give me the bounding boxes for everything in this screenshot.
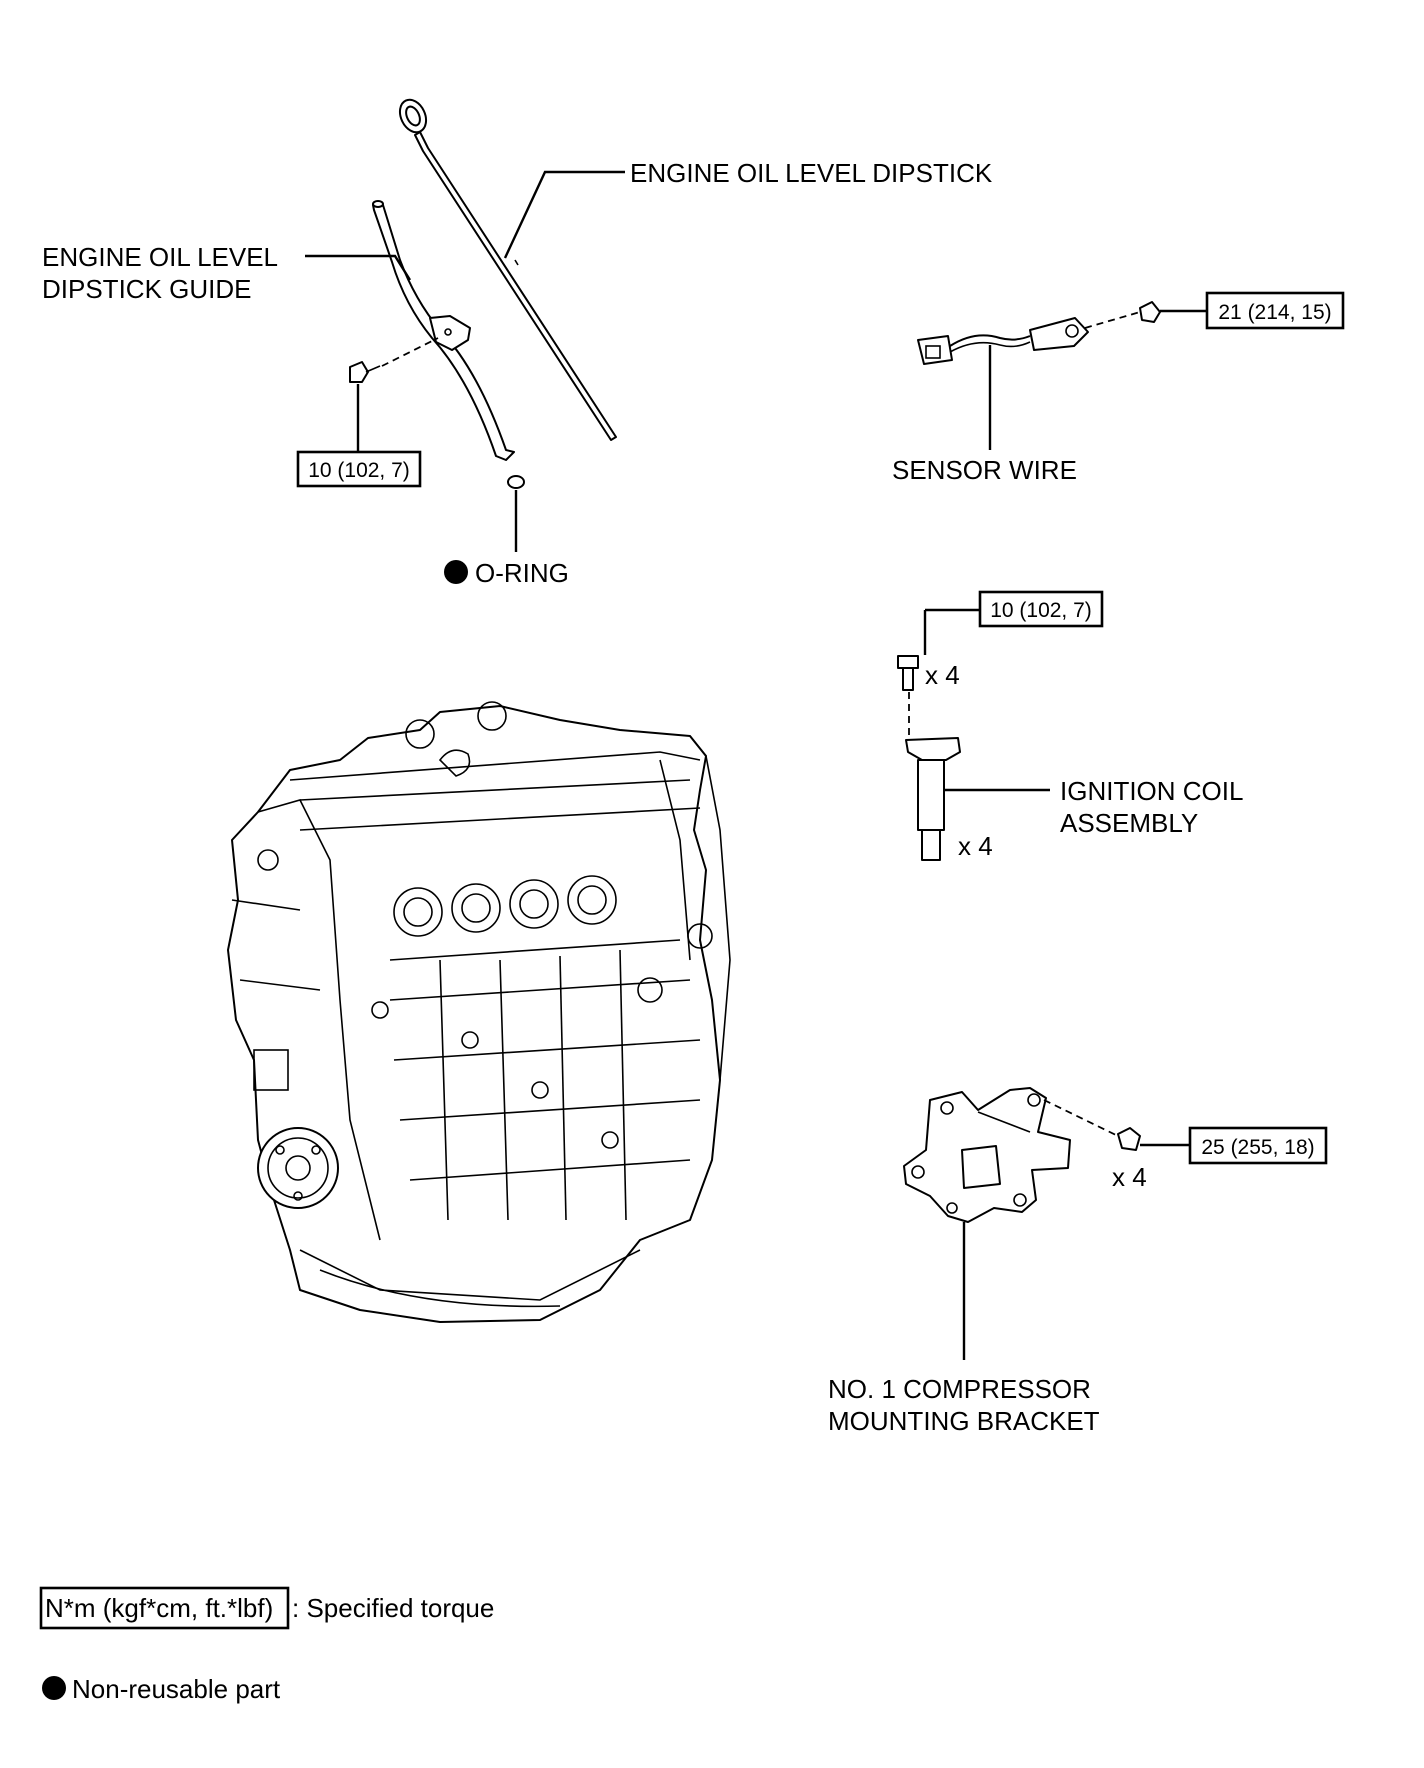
coil-qty: x 4 <box>958 831 993 861</box>
engine-block-illustration <box>227 701 731 1323</box>
bracket-label-line2: MOUNTING BRACKET <box>828 1406 1100 1436</box>
guide-label-line1: ENGINE OIL LEVEL <box>42 242 278 272</box>
ignition-label-line1: IGNITION COIL <box>1060 776 1243 806</box>
guide-bolt-torque-box <box>296 450 422 488</box>
ignition-coil-part <box>905 737 961 861</box>
guide-leader-line <box>305 254 412 281</box>
sensor-bolt-torque-box <box>1205 291 1345 330</box>
coil-bolt-torque: 10 (102, 7) <box>990 599 1092 622</box>
non-reusable-dot-icon <box>444 560 468 584</box>
bracket-bolt-torque: 25 (255, 18) <box>1201 1136 1314 1159</box>
coil-bolt <box>897 655 919 691</box>
sensor-bolt-torque: 21 (214, 15) <box>1218 301 1331 324</box>
engine-oil-level-dipstick-guide <box>372 200 515 461</box>
sensor-wire-label: SENSOR WIRE <box>892 455 1077 485</box>
legend-torque-unit: N*m (kgf*cm, ft.*lbf) <box>45 1593 273 1623</box>
legend-torque-box <box>39 1586 290 1630</box>
dipstick-leader-line <box>503 170 625 259</box>
bracket-bolt <box>1117 1127 1141 1151</box>
dipstick-label: ENGINE OIL LEVEL DIPSTICK <box>630 158 993 188</box>
legend-non-reusable-dot-icon <box>42 1676 66 1700</box>
guide-bolt-torque: 10 (102, 7) <box>308 459 410 482</box>
guide-label-line2: DIPSTICK GUIDE <box>42 274 251 304</box>
guide-bolt <box>349 361 381 383</box>
bracket-bolt-torque-box <box>1188 1126 1328 1165</box>
bracket-bolt-dash <box>1043 1099 1119 1137</box>
coil-bolt-torque-box <box>978 590 1104 628</box>
guide-bolt-dash <box>381 337 439 367</box>
sensor-wire-part <box>917 317 1089 365</box>
coil-bolt-qty: x 4 <box>925 660 960 690</box>
sensor-bolt-dash <box>1084 311 1141 329</box>
bracket-label-line1: NO. 1 COMPRESSOR <box>828 1374 1091 1404</box>
o-ring-part <box>507 475 525 489</box>
sensor-bolt <box>1139 301 1161 323</box>
ignition-label-line2: ASSEMBLY <box>1060 808 1198 838</box>
bracket-bolt-qty: x 4 <box>1112 1162 1147 1192</box>
compressor-bracket-part <box>903 1087 1071 1223</box>
engine-oil-level-dipstick <box>398 98 617 441</box>
legend-torque-desc: : Specified torque <box>292 1593 494 1623</box>
o-ring-label: O-RING <box>475 558 569 588</box>
legend-nonreusable-desc: Non-reusable part <box>72 1674 281 1704</box>
